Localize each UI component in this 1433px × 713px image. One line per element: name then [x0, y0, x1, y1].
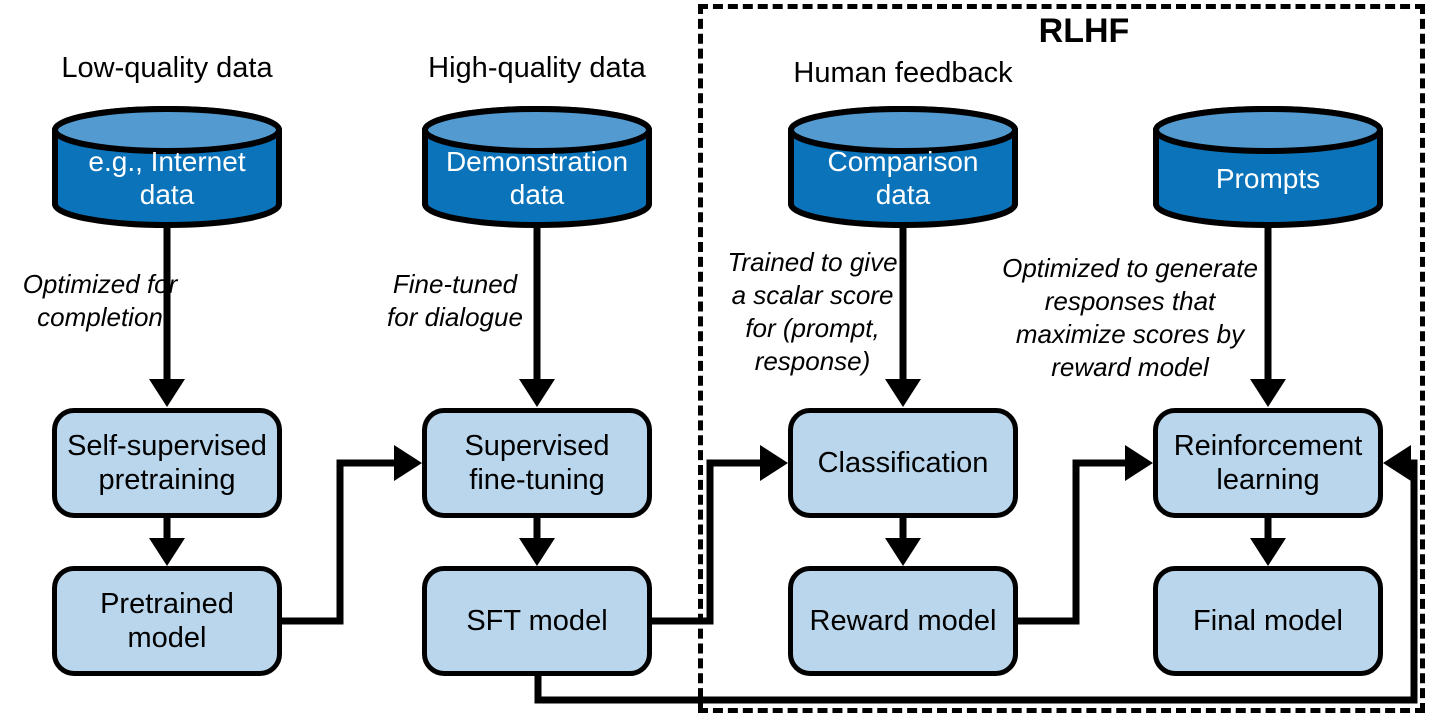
database-cylinder-icon	[52, 106, 282, 228]
arrow-sft-to-sft-model	[519, 518, 555, 566]
annotation-trained-scalar-score: Trained to give a scalar score for (prom…	[727, 247, 898, 376]
arrow-comparison-data-to-classification	[885, 228, 921, 407]
annotation-optimized-maximize-scores: Optimized to generate responses that max…	[1002, 253, 1258, 382]
annotation-fine-tuned-for-dialogue: Fine-tuned for dialogue	[387, 269, 523, 332]
arrow-pretraining-to-pretrained-model	[149, 518, 185, 566]
box-reward-model: Reward model	[788, 566, 1018, 676]
box-self-supervised-pretraining: Self-supervised pretraining	[52, 408, 282, 518]
arrow-demonstration-data-to-sft	[519, 228, 555, 407]
rlhf-group-frame	[698, 4, 1425, 713]
rlhf-group-title: RLHF	[1038, 12, 1130, 50]
cylinder-comparison-data: Comparison data	[827, 146, 979, 210]
arrow-rl-to-final-model	[1250, 518, 1286, 566]
box-reinforcement-learning: Reinforcement learning	[1153, 408, 1383, 518]
box-sft-model: SFT model	[422, 566, 652, 676]
label-high-quality-data: High-quality data	[428, 52, 646, 84]
arrow-sft-model-to-classification	[651, 445, 788, 625]
cylinder-demonstration-data: Demonstration data	[445, 146, 629, 210]
box-supervised-fine-tuning: Supervised fine-tuning	[422, 408, 652, 518]
label-low-quality-data: Low-quality data	[61, 52, 273, 84]
cylinder-prompts: Prompts	[1215, 162, 1321, 194]
database-cylinder-icon	[1153, 106, 1383, 228]
arrow-prompts-to-reinforcement-learning	[1250, 228, 1286, 407]
box-pretrained-model: Pretrained model	[52, 566, 282, 676]
box-final-model: Final model	[1153, 566, 1383, 676]
box-classification: Classification	[788, 408, 1018, 518]
arrow-pretrained-model-to-sft	[280, 445, 422, 625]
annotation-optimized-for-completion: Optimized for completion	[22, 269, 178, 332]
arrow-sft-model-to-rl-long-path	[534, 445, 1418, 704]
arrow-reward-model-to-rl	[1017, 445, 1153, 625]
arrow-internet-data-to-pretraining	[149, 228, 185, 407]
database-cylinder-icon	[422, 106, 652, 228]
label-human-feedback: Human feedback	[793, 57, 1013, 89]
cylinder-internet-data: e.g., Internet data	[88, 146, 246, 210]
arrow-classification-to-reward-model	[885, 518, 921, 566]
database-cylinder-icon	[788, 106, 1018, 228]
